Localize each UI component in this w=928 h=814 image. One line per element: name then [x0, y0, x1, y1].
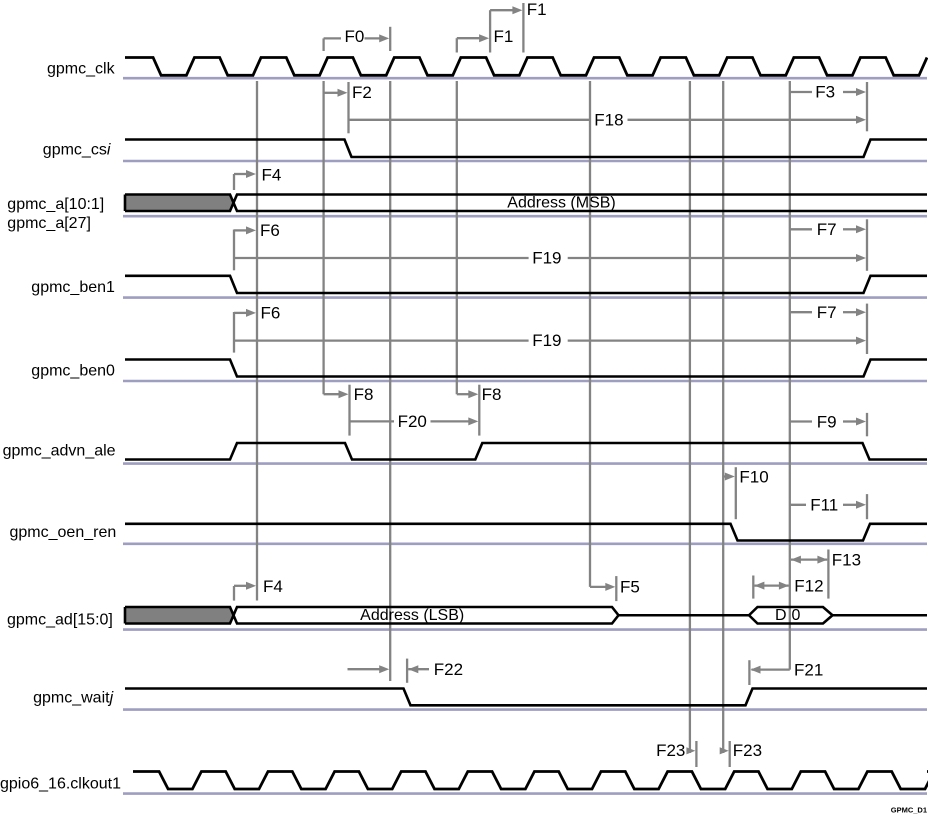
- svg-text:gpmc_ben1: gpmc_ben1: [31, 279, 115, 296]
- svg-text:F13: F13: [832, 551, 861, 570]
- svg-text:gpmc_oen_ren: gpmc_oen_ren: [10, 524, 117, 541]
- svg-text:F9: F9: [817, 412, 837, 431]
- svg-text:F22: F22: [434, 660, 463, 679]
- svg-text:F4: F4: [262, 166, 282, 185]
- svg-text:Address (LSB): Address (LSB): [360, 607, 464, 624]
- svg-text:gpmc_a[10:1]: gpmc_a[10:1]: [7, 196, 104, 213]
- svg-text:F6: F6: [261, 304, 281, 323]
- svg-text:F7: F7: [817, 220, 837, 239]
- svg-text:gpmc_csi: gpmc_csi: [43, 142, 111, 159]
- svg-text:F3: F3: [815, 83, 835, 102]
- svg-text:gpmc_waitj: gpmc_waitj: [33, 690, 113, 707]
- svg-text:F23: F23: [656, 741, 685, 760]
- svg-text:gpmc_clk: gpmc_clk: [47, 61, 116, 78]
- svg-text:F20: F20: [398, 412, 427, 431]
- svg-text:F12: F12: [794, 577, 823, 596]
- svg-text:gpmc_ben0: gpmc_ben0: [31, 363, 115, 380]
- svg-text:F1: F1: [527, 0, 547, 19]
- svg-text:D: D: [775, 607, 787, 624]
- svg-text:gpio6_16.clkout1: gpio6_16.clkout1: [0, 776, 121, 793]
- svg-text:gpmc_advn_ale: gpmc_advn_ale: [3, 443, 116, 460]
- svg-text:F4: F4: [263, 577, 283, 596]
- svg-text:F6: F6: [260, 221, 280, 240]
- svg-text:F21: F21: [794, 661, 823, 680]
- svg-text:F19: F19: [532, 331, 561, 350]
- svg-text:gpmc_a[27]: gpmc_a[27]: [7, 215, 91, 232]
- svg-text:F1: F1: [494, 27, 514, 46]
- svg-text:F10: F10: [739, 468, 768, 487]
- svg-text:F11: F11: [810, 496, 838, 515]
- svg-text:F19: F19: [532, 249, 561, 268]
- svg-text:F2: F2: [352, 83, 372, 102]
- svg-text:F7: F7: [817, 303, 837, 322]
- svg-text:F8: F8: [354, 385, 374, 404]
- svg-text:F0: F0: [345, 27, 365, 46]
- svg-text:gpmc_ad[15:0]: gpmc_ad[15:0]: [7, 611, 113, 628]
- svg-text:F5: F5: [620, 578, 640, 597]
- svg-text:Address (MSB): Address (MSB): [507, 194, 615, 211]
- svg-text:F23: F23: [733, 741, 762, 760]
- svg-text:0: 0: [792, 607, 801, 624]
- svg-text:F18: F18: [594, 111, 623, 130]
- svg-text:GPMC_D1: GPMC_D1: [891, 806, 927, 814]
- svg-text:F8: F8: [482, 385, 502, 404]
